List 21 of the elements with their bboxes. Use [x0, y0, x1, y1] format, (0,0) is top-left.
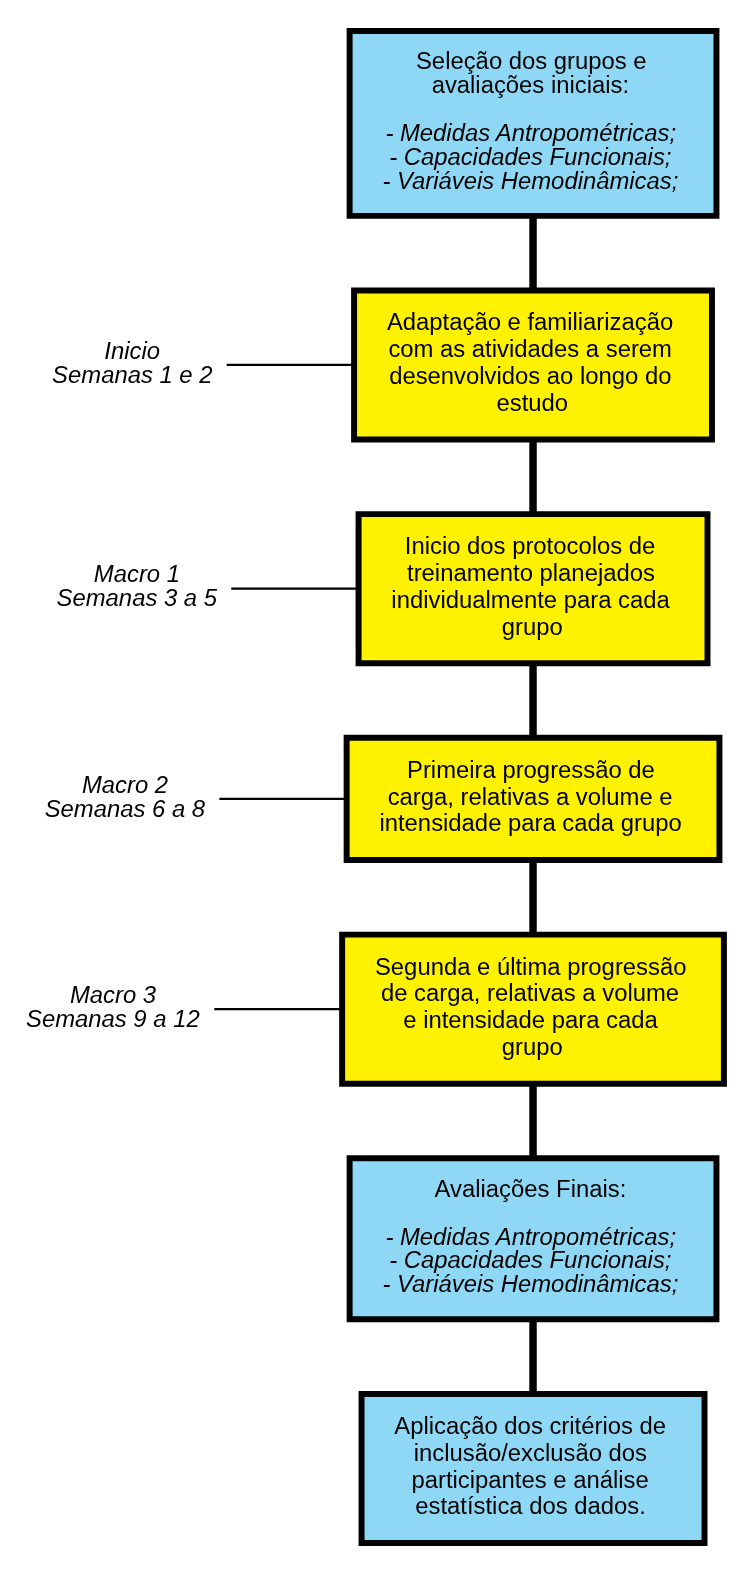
connector [231, 587, 358, 590]
connector [529, 1084, 537, 1159]
node-text: Macro 3 Semanas 9 a 12 [26, 980, 200, 1032]
connector [219, 797, 347, 801]
node-box: Segunda e última progressão de carga, relativas a volume e intensidade para cada grupo [339, 931, 727, 1087]
node-box: Seleção dos grupos e avaliações iniciais: - Medidas Antropométricas; - Capacidades Funcionais; - Variáveis Hemodinâmicas; [346, 28, 720, 219]
node-box: Avaliações Finais: - Medidas Antropométricas; - Capacidades Funcionais; - Variáveis Hemodinâmicas; [346, 1155, 720, 1323]
connector [529, 860, 537, 935]
node-text: Macro 2 Semanas 6 a 8 [44, 770, 206, 822]
connector [529, 1319, 537, 1394]
node-text: Macro 1 Semanas 3 a 5 [56, 560, 217, 612]
connector [529, 663, 537, 738]
node-box: Primeira progressão de carga, relativas a volume e intensidade para cada grupo [343, 734, 723, 864]
node-box: Aplicação dos critérios de inclusão/exclusão dos participantes e análise estatística dos dados. [358, 1390, 708, 1546]
connector [529, 216, 537, 291]
connector [214, 1008, 342, 1011]
node-text: Inicio Semanas 1 e 2 [52, 336, 213, 388]
node-box: Adaptação e familiarização com as atividades a serem desenvolvidos ao longo do estudo [351, 287, 715, 443]
node-box: Inicio dos protocolos de treinamento planejados individualmente para cada grupo [355, 511, 711, 667]
connector [226, 363, 354, 367]
connector [529, 439, 537, 514]
